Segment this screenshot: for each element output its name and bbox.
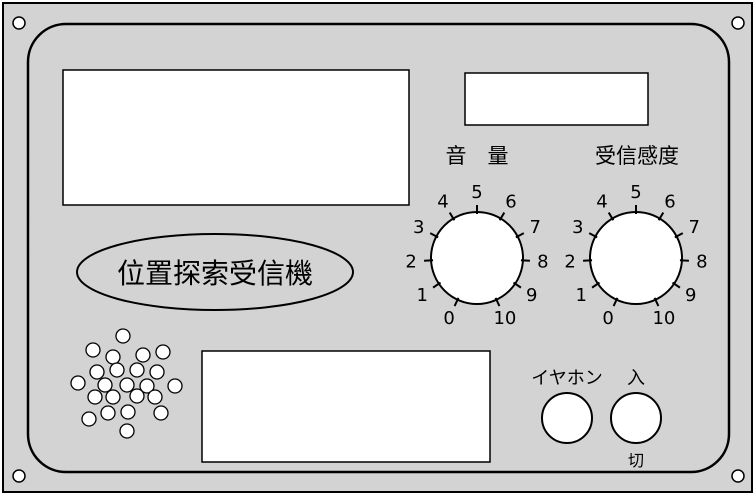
speaker-hole <box>106 350 120 364</box>
volume-label: 音 量 <box>446 144 509 168</box>
sensitivity-scale-label-1: 1 <box>576 285 587 306</box>
sensitivity-scale-label-2: 2 <box>564 251 575 272</box>
screw-bottom-left <box>13 470 25 482</box>
volume-scale-label-2: 2 <box>405 251 416 272</box>
screw-bottom-right <box>732 470 744 482</box>
title-label: 位置探索受信機 <box>117 257 313 290</box>
volume-scale-label-7: 7 <box>530 217 541 238</box>
small-display-window <box>465 73 648 125</box>
sensitivity-scale-label-5: 5 <box>630 182 641 203</box>
speaker-hole <box>110 363 124 377</box>
volume-knob-body[interactable] <box>431 212 523 304</box>
screw-top-left <box>13 17 25 29</box>
speaker-hole <box>120 378 134 392</box>
bottom-display-window <box>202 351 490 462</box>
speaker-hole <box>136 348 150 362</box>
speaker-hole <box>88 390 102 404</box>
speaker-hole <box>106 390 120 404</box>
speaker-hole <box>121 405 135 419</box>
sensitivity-scale-label-9: 9 <box>685 285 696 306</box>
speaker-hole <box>154 406 168 420</box>
speaker-hole <box>168 379 182 393</box>
sensitivity-scale-label-0: 0 <box>602 308 613 329</box>
volume-scale-label-0: 0 <box>443 308 454 329</box>
volume-scale-label-1: 1 <box>417 285 428 306</box>
volume-scale-label-6: 6 <box>505 191 516 212</box>
speaker-hole <box>148 390 162 404</box>
earphone-jack[interactable] <box>542 393 592 443</box>
power-switch[interactable] <box>611 393 661 443</box>
volume-scale-label-5: 5 <box>471 182 482 203</box>
sensitivity-knob-body[interactable] <box>590 212 682 304</box>
speaker-hole <box>130 363 144 377</box>
speaker-hole <box>71 376 85 390</box>
speaker-hole <box>82 412 96 426</box>
earphone-label: イヤホン <box>531 368 602 389</box>
main-display-window <box>63 70 409 205</box>
speaker-hole <box>86 343 100 357</box>
volume-scale-label-4: 4 <box>437 191 448 212</box>
speaker-hole <box>130 389 144 403</box>
speaker-hole <box>90 365 104 379</box>
sensitivity-scale-label-6: 6 <box>664 191 675 212</box>
volume-scale-label-9: 9 <box>526 285 537 306</box>
speaker-hole <box>98 378 112 392</box>
sensitivity-scale-label-4: 4 <box>596 191 607 212</box>
speaker-hole <box>116 329 130 343</box>
volume-scale-label-8: 8 <box>537 251 548 272</box>
sensitivity-scale-label-7: 7 <box>689 217 700 238</box>
power-off-label: 切 <box>628 451 644 470</box>
speaker-hole <box>150 365 164 379</box>
power-on-label: 入 <box>627 368 645 389</box>
sensitivity-scale-label-3: 3 <box>572 217 583 238</box>
sensitivity-scale-label-10: 10 <box>652 308 675 329</box>
volume-scale-label-3: 3 <box>413 217 424 238</box>
screw-top-right <box>732 17 744 29</box>
speaker-hole <box>120 424 134 438</box>
volume-scale-label-10: 10 <box>493 308 516 329</box>
speaker-hole <box>156 345 170 359</box>
sensitivity-label: 受信感度 <box>595 144 679 168</box>
speaker-hole <box>101 406 115 420</box>
sensitivity-scale-label-8: 8 <box>696 251 707 272</box>
